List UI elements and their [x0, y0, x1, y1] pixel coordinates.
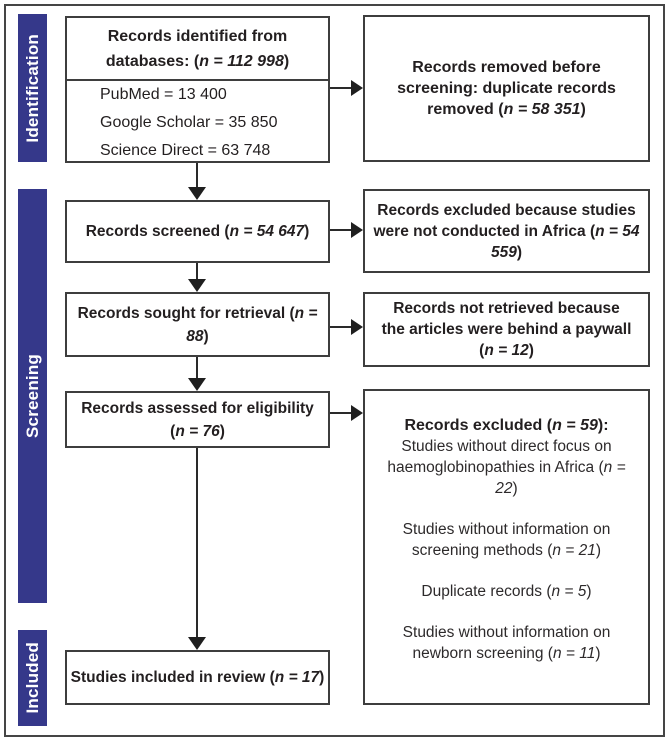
stage-label-identification: Identification: [22, 33, 42, 143]
arrow-shaft: [330, 229, 353, 231]
exclusion-reason: Studies without information on newborn s…: [402, 624, 611, 662]
arrow-shaft: [196, 263, 198, 281]
arrow-shaft: [196, 163, 198, 189]
arrow-head-icon: [351, 222, 363, 238]
arrow-shaft: [330, 326, 353, 328]
box-records-assessed-eligibility: Records assessed for eligibility (n = 76…: [65, 391, 330, 448]
arrow-shaft: [196, 448, 198, 639]
source-science-direct: Science Direct = 63 748: [100, 142, 271, 159]
box-records-sought-retrieval: Records sought for retrieval (n = 88): [65, 292, 330, 357]
stage-label-screening: Screening: [22, 354, 42, 438]
arrow-head-icon: [351, 319, 363, 335]
records-assessed-text: Records assessed for eligibility (n = 76…: [81, 399, 314, 440]
box-records-excluded-not-africa: Records excluded because studies were no…: [363, 189, 650, 273]
arrow-head-icon: [188, 378, 206, 391]
source-pubmed: PubMed = 13 400: [100, 86, 227, 103]
records-sought-text: Records sought for retrieval (n = 88): [77, 304, 318, 345]
box-studies-included: Studies included in review (n = 17): [65, 650, 330, 705]
stage-bar-identification: Identification: [18, 14, 47, 162]
records-screened-text: Records screened (n = 54 647): [85, 223, 310, 240]
exclusion-reason: Studies without information on screening…: [402, 521, 611, 559]
source-google-scholar: Google Scholar = 35 850: [100, 114, 278, 131]
box-records-excluded-reasons: Records excluded (n = 59): Studies witho…: [363, 389, 650, 705]
arrow-head-icon: [351, 80, 363, 96]
arrow-head-icon: [188, 187, 206, 200]
records-identified-heading: Records identified from databases: (n = …: [67, 18, 328, 81]
studies-included-text: Studies included in review (n = 17): [70, 669, 325, 686]
records-removed-text: Records removed before screening: duplic…: [397, 59, 616, 118]
stage-label-included: Included: [22, 642, 42, 714]
arrow-shaft: [196, 357, 198, 380]
box-records-removed-before-screening: Records removed before screening: duplic…: [363, 15, 650, 162]
records-excluded-heading: Records excluded (n = 59):: [404, 417, 609, 434]
records-excluded-africa-text: Records excluded because studies were no…: [373, 201, 640, 261]
box-records-identified: Records identified from databases: (n = …: [65, 16, 330, 163]
arrow-shaft: [330, 412, 353, 414]
box-records-not-retrieved: Records not retrieved because the articl…: [363, 292, 650, 367]
arrow-head-icon: [188, 637, 206, 650]
exclusion-reason: Duplicate records (n = 5): [421, 583, 592, 600]
stage-bar-included: Included: [18, 630, 47, 726]
stage-bar-screening: Screening: [18, 189, 47, 603]
arrow-head-icon: [351, 405, 363, 421]
records-not-retrieved-text: Records not retrieved because the articl…: [381, 300, 632, 359]
exclusion-reason: Studies without direct focus on haemoglo…: [387, 438, 626, 497]
database-source-list: PubMed = 13 400 Google Scholar = 35 850 …: [67, 81, 328, 165]
box-records-screened: Records screened (n = 54 647): [65, 200, 330, 263]
arrow-shaft: [330, 87, 353, 89]
arrow-head-icon: [188, 279, 206, 292]
